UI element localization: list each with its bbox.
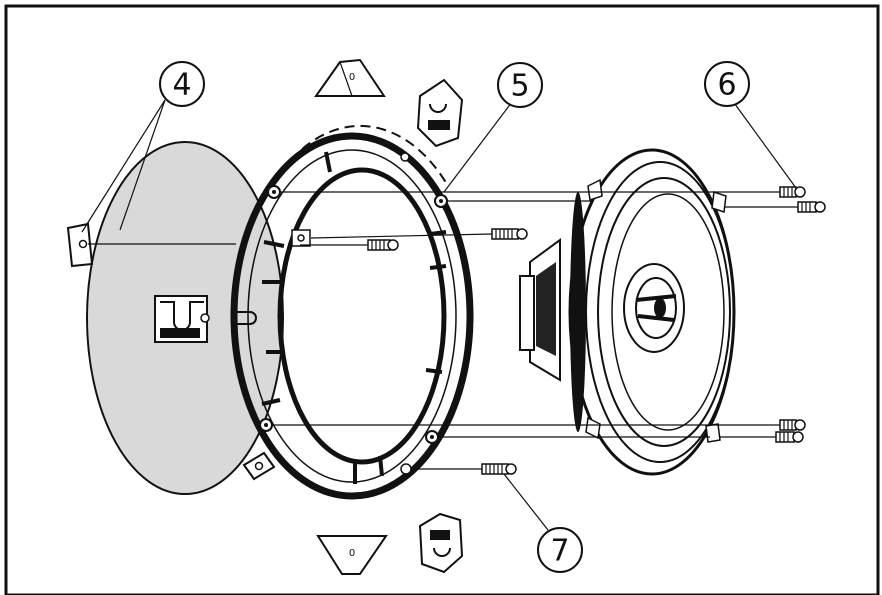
tweeter	[623, 263, 685, 353]
callout-6: 6	[704, 61, 750, 107]
mounting-ring-adapter	[230, 124, 474, 500]
callout-5: 5	[497, 62, 543, 108]
speaker-grille	[66, 141, 284, 495]
spacer-top: 0	[314, 58, 386, 97]
alignment-lines	[272, 191, 798, 470]
callout-5-label: 5	[510, 69, 529, 104]
spacer-bottom: 0	[316, 535, 388, 575]
ring-ribs	[261, 151, 447, 484]
grille-tab-bottom	[242, 451, 276, 481]
screw	[779, 419, 806, 431]
spacer-bottom-mark: 0	[349, 548, 355, 559]
callout-7: 7	[537, 527, 583, 573]
coaxial-speaker	[519, 148, 736, 476]
callout-7-label: 7	[550, 534, 569, 569]
grille-tab-left	[66, 222, 94, 268]
callout-6-label: 6	[717, 68, 736, 103]
spring-clip-bottom	[418, 512, 464, 574]
spacer-top-mark: 0	[349, 72, 355, 83]
spring-clip-top	[416, 78, 464, 148]
screw	[491, 228, 528, 240]
screw	[779, 186, 806, 198]
screw	[775, 431, 804, 443]
diagram-frame	[4, 4, 880, 595]
screw	[481, 463, 517, 475]
screw	[797, 201, 826, 213]
callout-4: 4	[159, 61, 205, 107]
callout-4-label: 4	[172, 68, 191, 103]
screws	[367, 186, 826, 475]
grille-clip	[154, 295, 257, 343]
screw	[367, 239, 399, 251]
